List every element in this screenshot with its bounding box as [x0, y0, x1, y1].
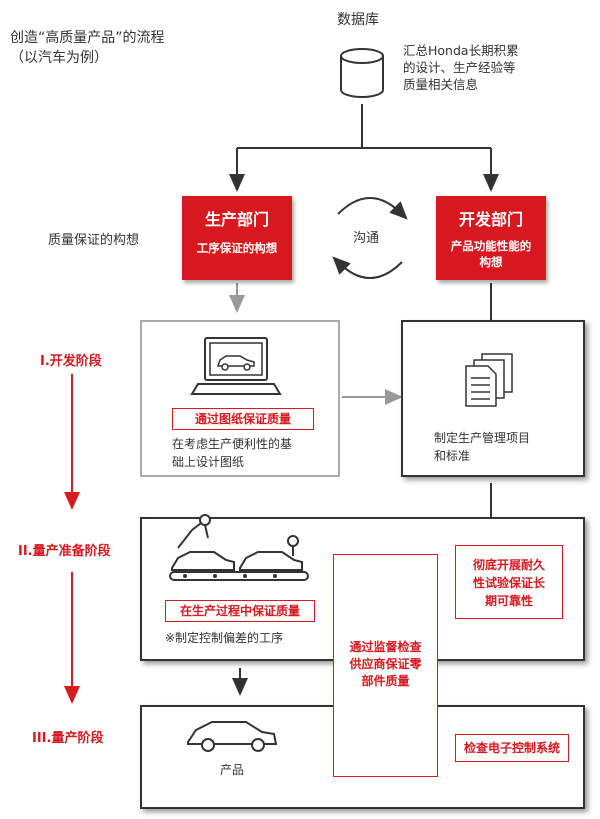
production-department-title: 生产部门 [204, 210, 269, 229]
development-department-subtitle: 产品功能性能的 构想 [450, 239, 532, 269]
stage-1-badge: 通过图纸保证质量 [172, 408, 314, 430]
communication-label: 沟通 [353, 231, 380, 246]
database-description: 汇总Honda长期积累 的设计、生产经验等 质量相关信息 [403, 43, 519, 92]
development-department-title: 开发部门 [458, 210, 523, 229]
database-label: 数据库 [337, 12, 379, 28]
production-department-box: 生产部门 工序保证的构想 [182, 196, 292, 280]
cycle-arrow-bottom [332, 256, 403, 279]
stage-2-label: II.量产准备阶段 [18, 544, 111, 559]
stage-1-description: 在考虑生产便利性的基 础上设计图纸 [172, 437, 293, 469]
production-department-subtitle: 工序保证的构想 [196, 241, 278, 255]
development-department-box: 开发部门 产品功能性能的 构想 [436, 196, 546, 280]
product-label: 产品 [220, 763, 245, 777]
page-title: 创造“高质量产品”的流程 （以汽车为例） [10, 30, 165, 66]
stage-1-right-description: 制定生产管理项目 和标准 [434, 431, 531, 463]
stage-1-production-panel [140, 320, 340, 477]
cycle-arrow-top [337, 197, 408, 220]
electronic-control-check-box: 检查电子控制系统 [455, 734, 569, 762]
stage-2-note: ※制定控制偏差的工序 [165, 631, 284, 645]
stage-1-label: I.开发阶段 [40, 354, 102, 369]
stage-3-label: III.量产阶段 [32, 731, 104, 746]
stage-2-badge: 在生产过程中保证质量 [165, 600, 315, 622]
quality-guarantee-label: 质量保证的构想 [48, 233, 140, 248]
durability-test-box: 彻底开展耐久 性试验保证长 期可靠性 [455, 545, 563, 619]
supplier-inspection-box: 通过监督检查 供应商保证零 部件质量 [333, 554, 438, 777]
